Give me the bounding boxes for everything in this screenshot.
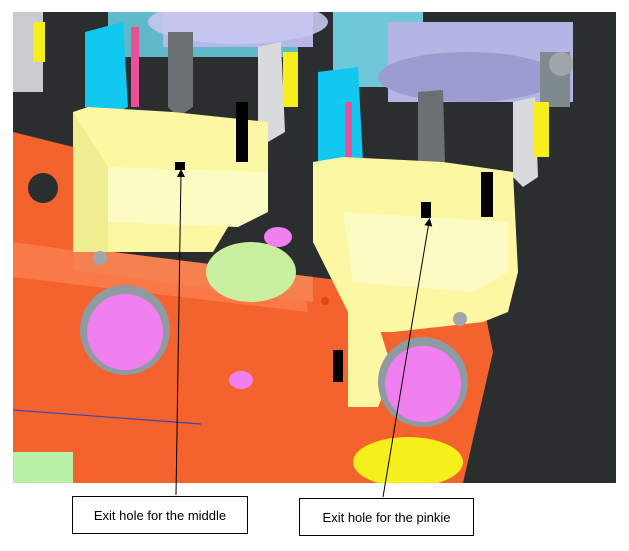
holder-left	[73, 102, 268, 252]
top-cylinders	[13, 12, 573, 107]
callout-pinkie: Exit hole for the pinkie	[299, 498, 474, 536]
grey-pins	[168, 32, 549, 187]
cyan-parts	[85, 22, 363, 172]
screws	[93, 251, 467, 326]
callout-middle-label: Exit hole for the middle	[93, 507, 227, 523]
cad-render	[13, 12, 616, 483]
callout-middle: Exit hole for the middle	[72, 496, 248, 534]
blue-line	[13, 409, 202, 425]
green-ball	[206, 242, 296, 302]
callout-pinkie-label: Exit hole for the pinkie	[322, 509, 451, 525]
pinkie-slot	[333, 350, 343, 382]
